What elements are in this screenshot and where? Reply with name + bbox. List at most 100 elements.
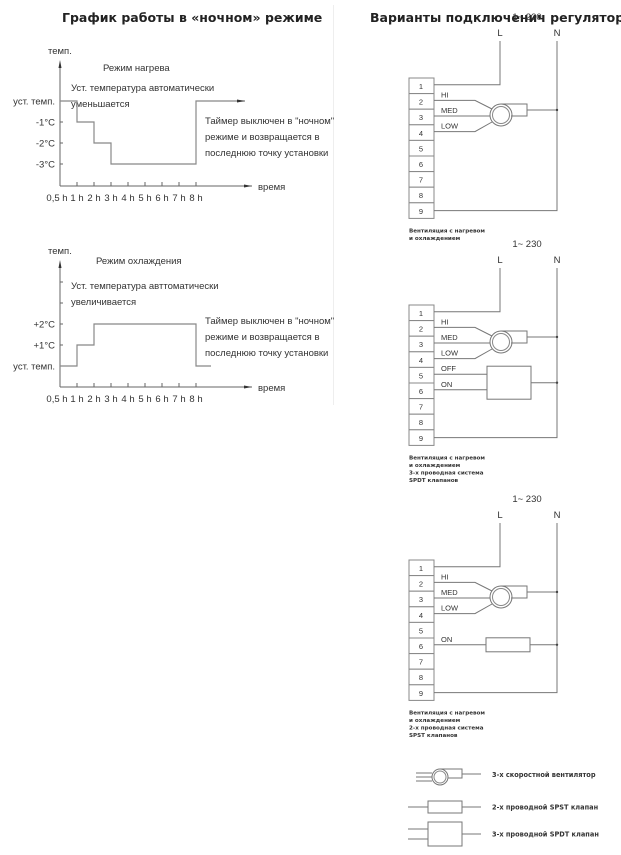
x-tick-label: 8 h — [189, 193, 202, 204]
terminal-number: 5 — [419, 371, 423, 380]
diagram-caption-line: 2-х проводная система — [409, 725, 484, 731]
diagram-caption-line: и охлаждением — [409, 236, 461, 242]
mode-label: Режим нагрева — [103, 63, 170, 74]
mode-label: Режим охлаждения — [96, 256, 182, 267]
neutral-wire — [434, 268, 558, 439]
line-label: L — [497, 510, 502, 521]
y-tick-label: -1°C — [36, 118, 55, 129]
terminal-number: 6 — [419, 387, 423, 396]
junction-dot — [555, 108, 559, 112]
fan-wire-label: MED — [441, 106, 458, 115]
left-panel-title: График работы в «ночном» режиме — [62, 10, 323, 25]
x-tick-label: 1 h — [70, 193, 83, 204]
x-tick-label: 0,5 h — [46, 394, 67, 405]
junction-dot — [555, 335, 559, 339]
terminal-number: 8 — [419, 191, 423, 200]
terminal-number: 5 — [419, 626, 423, 635]
y-axis-label: темп. — [48, 46, 72, 57]
terminal-number: 3 — [419, 595, 423, 604]
supply-label: 1~ 230 — [512, 12, 541, 23]
neutral-label: N — [554, 28, 561, 39]
terminal-number: 2 — [419, 98, 423, 107]
terminal-number: 6 — [419, 160, 423, 169]
note-top-line: уменьшается — [71, 99, 130, 110]
y-axis-arrow — [58, 60, 62, 68]
neutral-label: N — [554, 255, 561, 266]
line-wire — [434, 523, 501, 568]
legend-label: 2-х проводной SPST клапан — [492, 804, 598, 812]
note-right-line: Таймер выключен в "ночном" — [205, 316, 334, 327]
fan-wire-label: LOW — [441, 349, 459, 358]
y-tick-label: -2°C — [36, 139, 55, 150]
valve-wire-label: OFF — [441, 364, 456, 373]
diagram-caption-line: Вентиляция с нагревом — [409, 228, 485, 234]
spdt-valve-icon — [486, 365, 532, 400]
terminal-number: 1 — [419, 564, 423, 573]
terminal-number: 8 — [419, 673, 423, 682]
terminal-number: 8 — [419, 418, 423, 427]
fan-icon-inner — [492, 588, 510, 606]
x-tick-label: 2 h — [87, 394, 100, 405]
diagram-caption-line: Вентиляция с нагревом — [409, 710, 485, 716]
y-tick-label: +2°C — [34, 320, 56, 331]
line-label: L — [497, 255, 502, 266]
note-right-line: последнюю точку установки — [205, 348, 328, 359]
neutral-wire — [434, 523, 558, 694]
fan-icon-inner — [433, 770, 447, 784]
panel-divider — [333, 5, 334, 405]
fan-icon — [489, 103, 513, 127]
terminal-number: 9 — [419, 689, 423, 698]
terminal-number: 4 — [419, 356, 423, 365]
fan-wire-low — [434, 348, 493, 360]
x-tick-label: 4 h — [121, 193, 134, 204]
fan-wire-label: HI — [441, 317, 449, 326]
x-tick-label: 4 h — [121, 394, 134, 405]
terminal-number: 3 — [419, 340, 423, 349]
step-line-arrow — [237, 99, 245, 103]
y-tick-label: уст. темп. — [13, 97, 55, 108]
terminal-number: 4 — [419, 611, 423, 620]
y-tick-label: уст. темп. — [13, 362, 55, 373]
diagram-caption-line: 3-х проводная система — [409, 470, 484, 476]
x-axis-label: время — [258, 182, 285, 193]
note-right-line: Таймер выключен в "ночном" — [205, 116, 334, 127]
fan-icon — [489, 585, 513, 609]
legend-label: 3-х проводной SPDT клапан — [492, 831, 599, 839]
terminal-number: 1 — [419, 309, 423, 318]
neutral-label: N — [554, 510, 561, 521]
line-label: L — [497, 28, 502, 39]
fan-wire-label: HI — [441, 572, 449, 581]
fan-icon-inner — [492, 106, 510, 124]
x-tick-label: 6 h — [155, 193, 168, 204]
line-wire — [434, 41, 501, 86]
fan-wire-hi — [434, 99, 493, 110]
note-right-line: режиме и возвращается в — [205, 332, 320, 343]
diagram-caption-line: SPST клапанов — [409, 733, 458, 739]
y-tick-label: -3°C — [36, 160, 55, 171]
diagram-caption-line: и охлаждением — [409, 463, 461, 469]
x-tick-label: 2 h — [87, 193, 100, 204]
terminal-number: 3 — [419, 113, 423, 122]
fan-wire-label: MED — [441, 333, 458, 342]
y-tick-label: +1°C — [34, 341, 56, 352]
note-top-line: Уст. температура автоматически — [71, 83, 214, 94]
terminal-number: 6 — [419, 642, 423, 651]
valve-wire-label: ON — [441, 380, 452, 389]
x-tick-label: 7 h — [172, 394, 185, 405]
x-axis-label: время — [258, 383, 285, 394]
x-tick-label: 1 h — [70, 394, 83, 405]
junction-dot — [555, 590, 559, 594]
spst-valve-icon — [485, 637, 531, 653]
terminal-number: 4 — [419, 129, 423, 138]
supply-label: 1~ 230 — [512, 239, 541, 250]
fan-wire-label: LOW — [441, 604, 459, 613]
fan-wire-label: MED — [441, 588, 458, 597]
terminal-number: 7 — [419, 658, 423, 667]
data-step-line — [60, 323, 211, 367]
